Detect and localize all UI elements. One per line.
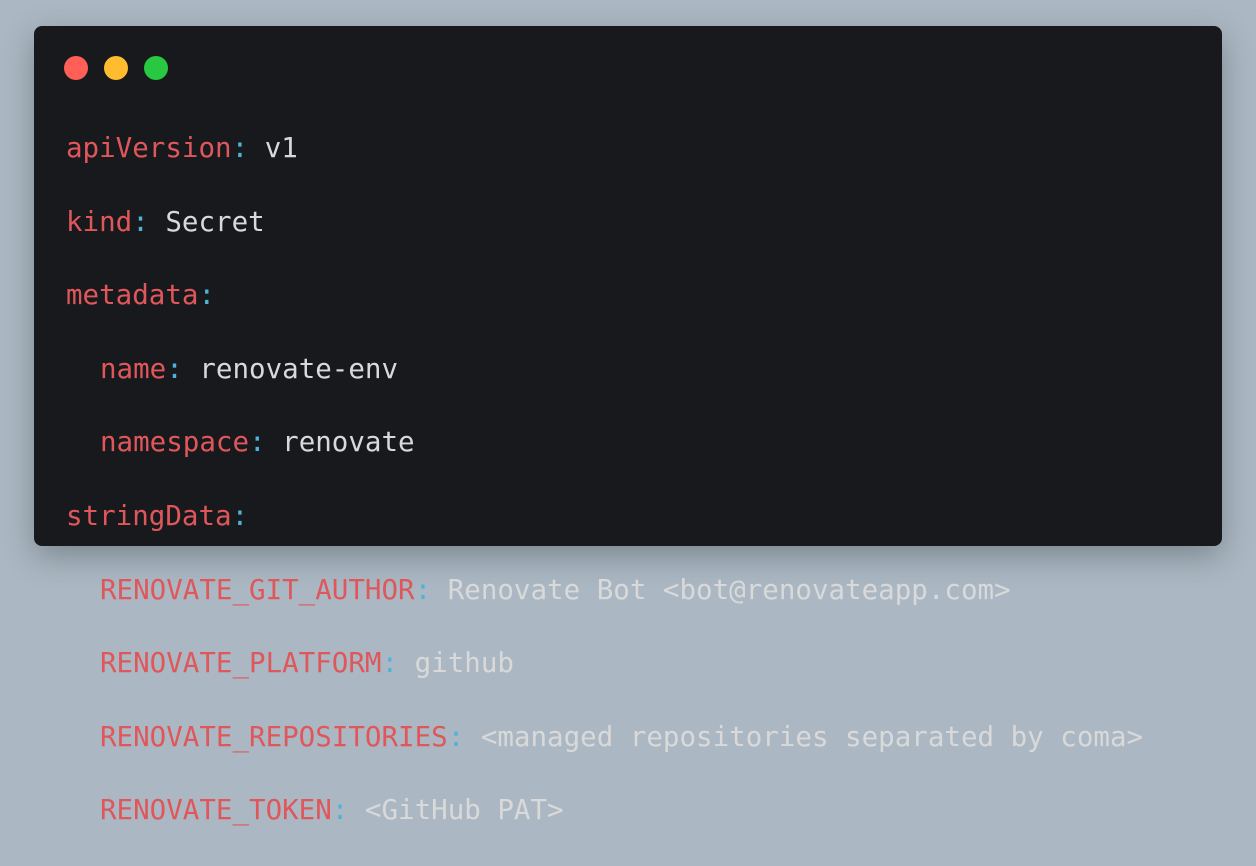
yaml-value: github [414,647,514,680]
yaml-separator: : [231,499,249,532]
code-line: RENOVATE_PLATFORM: github [66,645,1143,682]
code-line: apiVersion: v1 [66,130,1143,167]
yaml-separator: : [249,426,266,459]
window-controls [64,56,168,80]
yaml-separator: : [414,573,432,606]
code-line: namespace: renovate [66,424,1143,461]
yaml-key: namespace [100,426,250,459]
code-block: apiVersion: v1 kind: Secret metadata: na… [66,130,1143,866]
yaml-separator: : [231,132,249,164]
code-window: apiVersion: v1 kind: Secret metadata: na… [34,26,1222,826]
yaml-separator: : [447,720,465,753]
code-line: metadata: [66,277,1143,314]
yaml-key: RENOVATE_GIT_AUTHOR [100,573,415,606]
yaml-key: name [100,352,167,385]
yaml-value: v1 [264,132,298,164]
yaml-value: <GitHub PAT> [364,794,564,827]
code-line: kind: Secret [66,204,1143,241]
yaml-key: stringData [66,499,232,532]
yaml-separator: : [331,794,349,827]
yaml-separator: : [198,279,216,312]
maximize-button[interactable] [144,56,168,80]
yaml-value: renovate [282,426,415,459]
yaml-separator: : [132,205,149,238]
yaml-value: <managed repositories separated by coma> [480,720,1144,753]
code-line: RENOVATE_REPOSITORIES: <managed reposito… [66,719,1143,756]
yaml-key: kind [66,205,133,238]
code-line: RENOVATE_TOKEN: <GitHub PAT> [66,792,1143,829]
close-button[interactable] [64,56,88,80]
yaml-key: RENOVATE_PLATFORM [100,647,382,680]
yaml-separator: : [166,352,183,385]
yaml-key: RENOVATE_REPOSITORIES [100,720,448,753]
yaml-key: metadata [66,279,199,312]
yaml-value: renovate-env [199,352,399,385]
minimize-button[interactable] [104,56,128,80]
yaml-key: apiVersion [66,132,232,164]
code-line: stringData: [66,498,1143,535]
yaml-separator: : [381,647,399,680]
code-line: RENOVATE_GIT_AUTHOR: Renovate Bot <bot@r… [66,572,1143,609]
yaml-key: RENOVATE_TOKEN [100,794,332,827]
code-line: name: renovate-env [66,351,1143,388]
yaml-value: Secret [165,205,265,238]
yaml-value: Renovate Bot <bot@renovateapp.com> [447,573,1011,606]
